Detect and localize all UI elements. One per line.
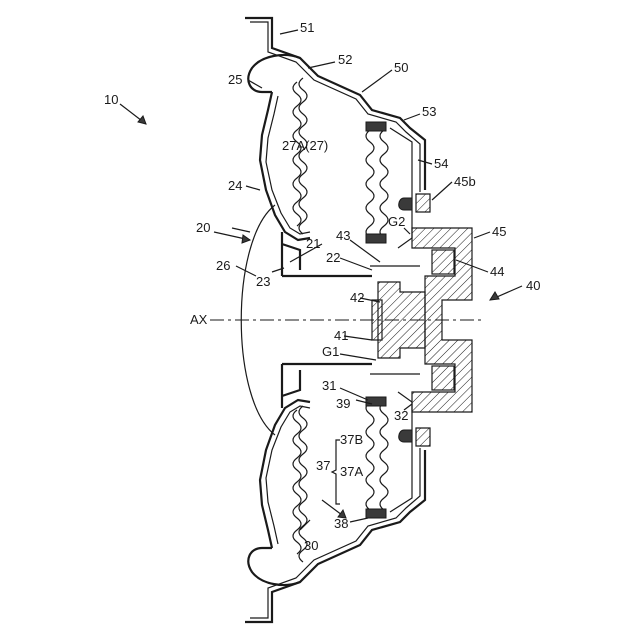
label-ax: AX: [190, 312, 208, 327]
brace-37: [332, 440, 340, 504]
label-22: 22: [326, 250, 340, 265]
bearing-top: [432, 250, 454, 274]
label-40: 40: [526, 278, 540, 293]
label-41: 41: [334, 328, 348, 343]
hub-41: [372, 300, 382, 340]
label-53: 53: [422, 104, 436, 119]
bellows-37-top-b: [380, 130, 388, 238]
label-32: 32: [394, 408, 408, 423]
end-plate-bottom-2: [366, 509, 386, 518]
label-52: 52: [338, 52, 352, 67]
label-38: 38: [334, 516, 348, 531]
housing-outer-bottom: [245, 450, 425, 622]
label-g2: G2: [388, 214, 405, 229]
label-37a: 37A: [340, 464, 363, 479]
hub-42: [378, 282, 425, 358]
bellows-37-top-a: [366, 130, 374, 238]
label-45: 45: [492, 224, 506, 239]
boot-top-inner: [266, 96, 310, 234]
label-25: 25: [228, 72, 242, 87]
label-39: 39: [336, 396, 350, 411]
bolt-bottom-head: [399, 430, 412, 442]
label-43: 43: [336, 228, 350, 243]
bolt-top-head: [399, 198, 412, 210]
label-24: 24: [228, 178, 242, 193]
label-37b: 37B: [340, 432, 363, 447]
label-27: 27A(27): [282, 138, 328, 153]
end-plate-top-2: [366, 234, 386, 243]
boot-bottom-inner: [266, 406, 310, 544]
bellows-37-bottom-a: [366, 402, 374, 510]
arrow-40-head: [490, 292, 499, 300]
label-20: 20: [196, 220, 210, 235]
label-50: 50: [394, 60, 408, 75]
label-g1: G1: [322, 344, 339, 359]
label-42: 42: [350, 290, 364, 305]
bellows-37-bottom-b: [380, 402, 388, 510]
bolt-top: [416, 194, 430, 212]
end-plate-top: [366, 122, 386, 131]
label-45b: 45b: [454, 174, 476, 189]
label-10: 10: [104, 92, 118, 107]
inner-wall-top: [390, 128, 412, 248]
end-plate-bottom: [366, 397, 386, 406]
label-51: 51: [300, 20, 314, 35]
housing-outer-top: [245, 18, 425, 190]
bearing-bottom: [432, 366, 454, 390]
label-23: 23: [256, 274, 270, 289]
arrow-10-head: [138, 116, 146, 124]
arrow-20-head: [242, 235, 250, 243]
label-21: 21: [306, 236, 320, 251]
label-31: 31: [322, 378, 336, 393]
label-54: 54: [434, 156, 448, 171]
label-26: 26: [216, 258, 230, 273]
label-37: 37: [316, 458, 330, 473]
label-30: 30: [304, 538, 318, 553]
bolt-bottom: [416, 428, 430, 446]
label-44: 44: [490, 264, 504, 279]
